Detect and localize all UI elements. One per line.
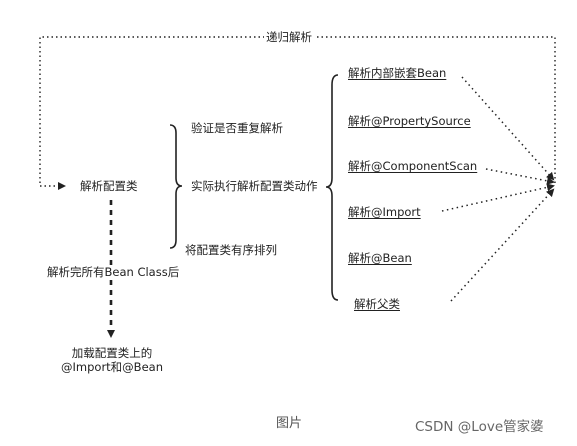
left-brace — [169, 124, 183, 249]
action-import: 解析@Import — [348, 205, 421, 219]
recursion-loop-line — [39, 36, 556, 190]
parse-config-class-node: 解析配置类 — [80, 179, 138, 193]
action-parent-class: 解析父类 — [354, 297, 400, 311]
action-component-scan: 解析@ComponentScan — [348, 159, 478, 173]
action-bean: 解析@Bean — [348, 251, 412, 265]
step-execute-parse: 实际执行解析配置类动作 — [191, 179, 318, 193]
arrow-from-import — [441, 183, 555, 212]
step-order-config-classes: 将配置类有序排列 — [185, 243, 277, 257]
csdn-credit: CSDN @Love管家婆 — [415, 419, 544, 435]
convergence-arrows — [441, 76, 555, 302]
right-brace — [325, 74, 339, 301]
load-label-line2: @Import和@Bean — [61, 360, 163, 374]
arrow-from-parent-class — [450, 188, 555, 302]
load-import-bean-node: 加载配置类上的 @Import和@Bean — [45, 346, 179, 374]
load-label-line1: 加载配置类上的 — [71, 346, 153, 360]
arrow-from-component-scan — [485, 168, 555, 185]
recursive-parse-label: 递归解析 — [264, 30, 314, 44]
action-property-source: 解析@PropertySource — [348, 114, 471, 128]
action-nested-bean: 解析内部嵌套Bean — [348, 66, 447, 80]
step-check-duplicate: 验证是否重复解析 — [191, 121, 283, 135]
image-caption: 图片 — [276, 416, 303, 431]
after-all-bean-classes-label: 解析完所有Bean Class后 — [45, 265, 182, 279]
